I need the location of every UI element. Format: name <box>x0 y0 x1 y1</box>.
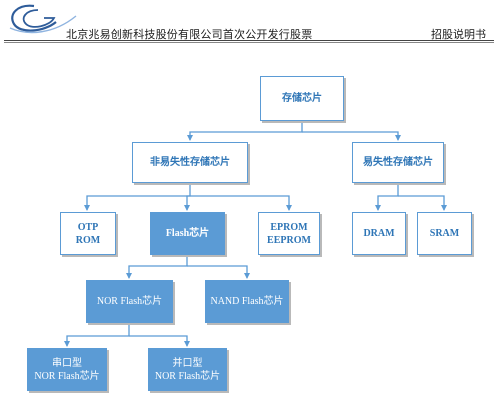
connector-flash-nor <box>126 256 188 279</box>
company-name: 北京兆易创新科技股份有限公司首次公开发行股票 <box>66 28 313 41</box>
connector-nor-serial <box>64 324 130 347</box>
connector-storage-volatile <box>302 131 401 141</box>
node-dram: DRAM <box>352 212 406 255</box>
node-nand-flash: NAND Flash芯片 <box>205 280 289 323</box>
node-nor-flash: NOR Flash芯片 <box>86 280 173 323</box>
document-header: 北京兆易创新科技股份有限公司首次公开发行股票 招股说明书 <box>0 0 500 44</box>
document-type: 招股说明书 <box>431 28 486 41</box>
node-parallel-nor-flash: 并口型 NOR Flash芯片 <box>148 348 227 391</box>
node-serial-nor-flash: 串口型 NOR Flash芯片 <box>27 348 107 391</box>
header-rule <box>4 40 494 41</box>
node-eprom-eeprom: EPROM EEPROM <box>258 212 320 255</box>
connector-nor-parallel <box>129 335 190 347</box>
header-rule-secondary <box>4 42 494 43</box>
node-flash-chip: Flash芯片 <box>150 212 225 255</box>
connector-nonvolatile-otp <box>84 184 191 211</box>
connector-nonvolatile-flash <box>184 195 190 211</box>
node-sram: SRAM <box>417 212 472 255</box>
node-volatile-storage: 易失性存储芯片 <box>352 142 444 183</box>
connector-volatile-dram <box>375 184 399 211</box>
node-storage-chip: 存储芯片 <box>260 76 344 121</box>
connector-flash-nand <box>187 265 250 279</box>
connector-volatile-sram <box>398 195 447 211</box>
connector-storage-branch <box>187 122 303 141</box>
connector-nonvolatile-eprom <box>190 195 292 211</box>
node-nonvolatile-storage: 非易失性存储芯片 <box>132 142 248 183</box>
company-logo-icon <box>9 4 77 34</box>
node-otp-rom: OTP ROM <box>60 212 116 255</box>
